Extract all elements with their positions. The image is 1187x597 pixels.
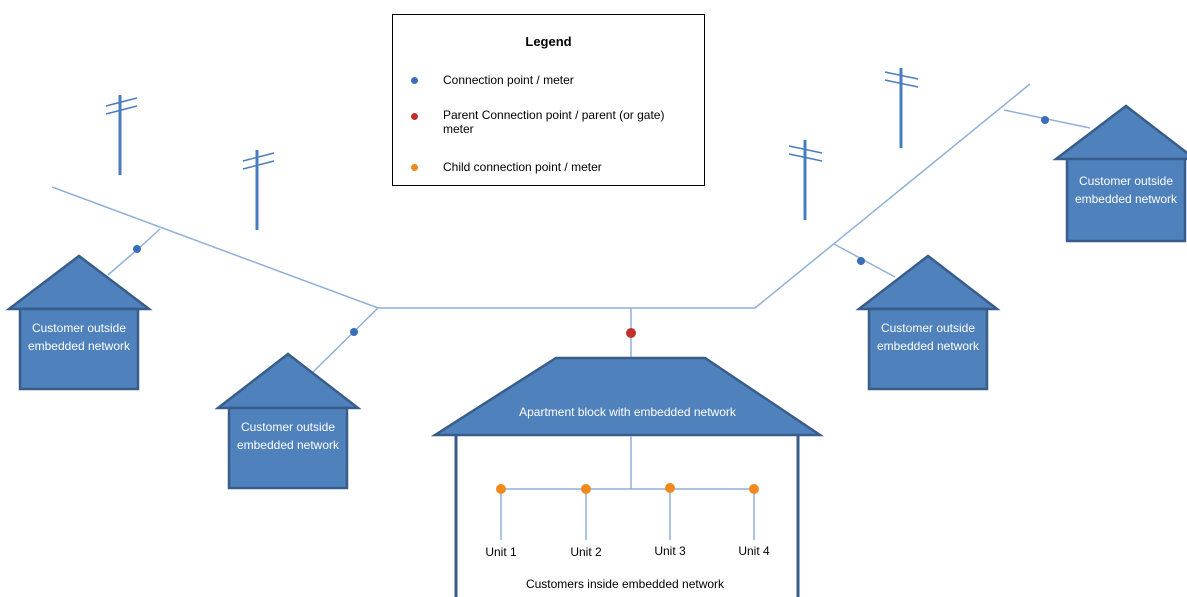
legend-item-label: Parent Connection point / parent (or gat… xyxy=(443,108,665,136)
apartment-label: Apartment block with embedded network xyxy=(519,405,736,419)
unit-label: Unit 3 xyxy=(654,544,686,558)
child-connection-point-meter xyxy=(665,483,675,493)
house-right xyxy=(855,254,1001,391)
embedded-network-caption: Customers inside embedded network xyxy=(525,577,725,591)
house-label: Customer outside embedded network xyxy=(1074,174,1178,206)
connection-point-meter xyxy=(350,328,358,336)
unit-label: Unit 2 xyxy=(570,545,602,559)
legend-title: Legend xyxy=(525,34,572,49)
utility-pole xyxy=(788,140,823,220)
child-connection-point-meter xyxy=(496,484,506,494)
house-far-right xyxy=(1052,104,1187,243)
house-label: Customer outside embedded network xyxy=(876,321,980,353)
legend-item-label: Connection point / meter xyxy=(443,73,574,87)
parent-connection-point-meter xyxy=(626,328,636,338)
utility-pole xyxy=(242,150,275,230)
utility-pole xyxy=(105,95,138,175)
utility-pole xyxy=(884,68,919,148)
house-label: Customer outside embedded network xyxy=(27,321,131,353)
connection-point-meter xyxy=(857,257,865,265)
embedded-network-lines xyxy=(500,436,755,540)
house-left xyxy=(5,254,153,391)
house-middle-left xyxy=(214,352,362,490)
legend: Legend Connection point / meter Parent C… xyxy=(392,14,705,186)
house-label: Customer outside embedded network xyxy=(236,420,340,452)
legend-item-label: Child connection point / meter xyxy=(443,160,602,174)
blue-dot-icon xyxy=(411,77,418,84)
child-connection-point-meter xyxy=(581,484,591,494)
connection-point-meter xyxy=(133,245,141,253)
red-dot-icon xyxy=(411,113,418,120)
unit-label: Unit 4 xyxy=(738,544,770,558)
connection-point-meter xyxy=(1041,116,1049,124)
child-connection-point-meter xyxy=(749,484,759,494)
orange-dot-icon xyxy=(411,164,418,171)
unit-label: Unit 1 xyxy=(485,545,517,559)
apartment-block xyxy=(430,356,825,597)
